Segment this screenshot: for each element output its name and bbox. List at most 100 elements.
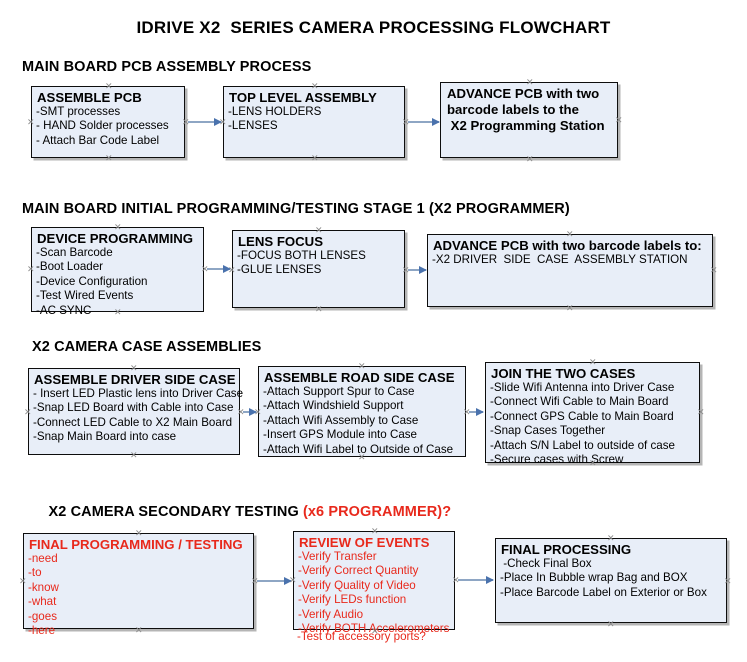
selection-handle[interactable]: ✕ xyxy=(289,575,297,585)
selection-handle[interactable]: ✕ xyxy=(130,450,138,460)
node-final-processing[interactable]: FINAL PROCESSING -Check Final Box -Place… xyxy=(495,538,727,623)
selection-handle[interactable]: ✕ xyxy=(105,153,113,163)
selection-handle[interactable]: ✕ xyxy=(219,117,227,127)
selection-handle[interactable]: ✕ xyxy=(463,407,471,417)
node-line: -Connect Wifi Cable to Main Board xyxy=(490,395,669,409)
node-body: -need -to -know -what -goes -here xyxy=(24,552,253,638)
node-join-the-two-cases[interactable]: JOIN THE TWO CASES -Slide Wifi Antenna i… xyxy=(485,362,700,466)
node-line: -Device Configuration xyxy=(36,274,148,288)
node-title: ASSEMBLE ROAD SIDE CASE xyxy=(264,370,455,385)
node-top-level-assembly[interactable]: TOP LEVEL ASSEMBLY -LENS HOLDERS -LENSES xyxy=(223,86,405,158)
section-heading-main-board-pcb-assembly: MAIN BOARD PCB ASSEMBLY PROCESS xyxy=(22,59,312,75)
selection-handle[interactable]: ✕ xyxy=(237,407,245,417)
selection-handle[interactable]: ✕ xyxy=(254,407,262,417)
node-title: ADVANCE PCB with two barcode labels to: xyxy=(433,238,702,253)
selection-handle[interactable]: ✕ xyxy=(315,225,323,235)
node-line: -Snap Main Board into case xyxy=(33,430,177,444)
node-line: -to xyxy=(28,566,42,580)
node-line: -SMT processes xyxy=(36,105,121,118)
selection-handle[interactable]: ✕ xyxy=(251,576,259,586)
connector-arrow xyxy=(408,265,427,274)
node-assemble-road-side-case[interactable]: ASSEMBLE ROAD SIDE CASE -Attach Support … xyxy=(258,366,466,457)
node-line: -Verify BOTH Accelerometers xyxy=(298,622,450,636)
node-line: -Boot Loader xyxy=(36,260,104,274)
node-body: -Attach Support Spur to Case -Attach Win… xyxy=(259,385,465,457)
node-advance-pcb-driver-side-station[interactable]: ADVANCE PCB with two barcode labels to: … xyxy=(427,234,713,307)
node-line: -GLUE LENSES xyxy=(237,263,322,277)
connector-arrow xyxy=(458,575,494,584)
node-body: -X2 DRIVER SIDE CASE ASSEMBLY STATION xyxy=(428,253,712,267)
node-line: -Scan Barcode xyxy=(36,246,113,259)
node-line: -Attach Support Spur to Case xyxy=(263,385,415,398)
selection-handle[interactable]: ✕ xyxy=(589,357,597,367)
selection-handle[interactable]: ✕ xyxy=(724,576,732,586)
node-assemble-pcb[interactable]: ASSEMBLE PCB -SMT processes - HAND Solde… xyxy=(31,86,185,158)
node-line: -Attach Wifi Assembly to Case xyxy=(263,413,419,427)
selection-handle[interactable]: ✕ xyxy=(566,229,574,239)
selection-handle[interactable]: ✕ xyxy=(311,153,319,163)
node-line: -Verify Transfer xyxy=(298,550,377,563)
node-line: -Snap LED Board with Cable into Case xyxy=(33,401,234,415)
node-lens-focus[interactable]: LENS FOCUS -FOCUS BOTH LENSES -GLUE LENS… xyxy=(232,230,405,308)
node-assemble-driver-side-case[interactable]: ASSEMBLE DRIVER SIDE CASE - Insert LED P… xyxy=(28,368,243,455)
selection-handle[interactable]: ✕ xyxy=(371,526,379,536)
selection-handle[interactable]: ✕ xyxy=(526,154,534,164)
connector-arrow xyxy=(188,117,222,126)
node-device-programming[interactable]: DEVICE PROGRAMMING -Scan Barcode -Boot L… xyxy=(31,227,204,317)
node-line: -Attach S/N Label to outside of case xyxy=(490,438,675,452)
selection-handle[interactable]: ✕ xyxy=(371,626,379,636)
node-line: -LENS HOLDERS xyxy=(228,105,322,118)
selection-handle[interactable]: ✕ xyxy=(402,117,410,127)
node-final-programming-testing[interactable]: FINAL PROGRAMMING / TESTING -need -to -k… xyxy=(23,533,254,637)
node-line: -Insert GPS Module into Case xyxy=(263,428,418,442)
page-title: IDRIVE X2 SERIES CAMERA PROCESSING FLOWC… xyxy=(136,18,611,37)
selection-handle[interactable]: ✕ xyxy=(27,264,35,274)
selection-handle[interactable]: ✕ xyxy=(130,363,138,373)
selection-handle[interactable]: ✕ xyxy=(135,625,143,635)
node-title: LENS FOCUS xyxy=(238,234,323,249)
node-review-of-events[interactable]: REVIEW OF EVENTS -Verify Transfer -Verif… xyxy=(293,531,455,635)
section-heading-text: X2 CAMERA SECONDARY TESTING xyxy=(48,504,303,520)
selection-handle[interactable]: ✕ xyxy=(24,407,32,417)
node-advance-pcb-programming-station[interactable]: ADVANCE PCB with two barcode labels to t… xyxy=(440,82,618,158)
selection-handle[interactable]: ✕ xyxy=(201,264,209,274)
node-line: -Check Final Box xyxy=(500,557,592,570)
connector-arrow xyxy=(408,117,440,126)
node-line: ADVANCE PCB with two xyxy=(447,86,600,101)
selection-handle[interactable]: ✕ xyxy=(358,361,366,371)
node-line: -Connect GPS Cable to Main Board xyxy=(490,409,674,423)
selection-handle[interactable]: ✕ xyxy=(526,77,534,87)
selection-handle[interactable]: ✕ xyxy=(607,619,615,629)
node-line: -what xyxy=(28,595,57,609)
node-line: -Test Wired Events xyxy=(36,289,134,303)
selection-handle[interactable]: ✕ xyxy=(402,265,410,275)
node-body: -FOCUS BOTH LENSES -GLUE LENSES xyxy=(233,249,404,278)
selection-handle[interactable]: ✕ xyxy=(114,307,122,317)
selection-handle[interactable]: ✕ xyxy=(358,452,366,462)
node-title: FINAL PROCESSING xyxy=(501,542,632,557)
node-title: ASSEMBLE PCB xyxy=(37,90,142,105)
selection-handle[interactable]: ✕ xyxy=(311,81,319,91)
connector-arrow xyxy=(257,576,292,585)
node-line: -FOCUS BOTH LENSES xyxy=(237,249,366,262)
selection-handle[interactable]: ✕ xyxy=(27,117,35,127)
selection-handle[interactable]: ✕ xyxy=(607,533,615,543)
selection-handle[interactable]: ✕ xyxy=(135,528,143,538)
selection-handle[interactable]: ✕ xyxy=(228,265,236,275)
node-line: -know xyxy=(28,580,59,594)
node-line: -Attach Wifi Label to Outside of Case xyxy=(263,442,454,456)
selection-handle[interactable]: ✕ xyxy=(182,117,190,127)
selection-handle[interactable]: ✕ xyxy=(697,407,705,417)
selection-handle[interactable]: ✕ xyxy=(315,304,323,314)
node-line: -goes xyxy=(28,609,58,623)
selection-handle[interactable]: ✕ xyxy=(105,81,113,91)
selection-handle[interactable]: ✕ xyxy=(710,265,718,275)
selection-handle[interactable]: ✕ xyxy=(19,576,27,586)
selection-handle[interactable]: ✕ xyxy=(589,458,597,468)
selection-handle[interactable]: ✕ xyxy=(452,575,460,585)
selection-handle[interactable]: ✕ xyxy=(566,303,574,313)
selection-handle[interactable]: ✕ xyxy=(615,115,623,125)
selection-handle[interactable]: ✕ xyxy=(114,222,122,232)
node-body: -Scan Barcode -Boot Loader -Device Confi… xyxy=(32,246,203,318)
